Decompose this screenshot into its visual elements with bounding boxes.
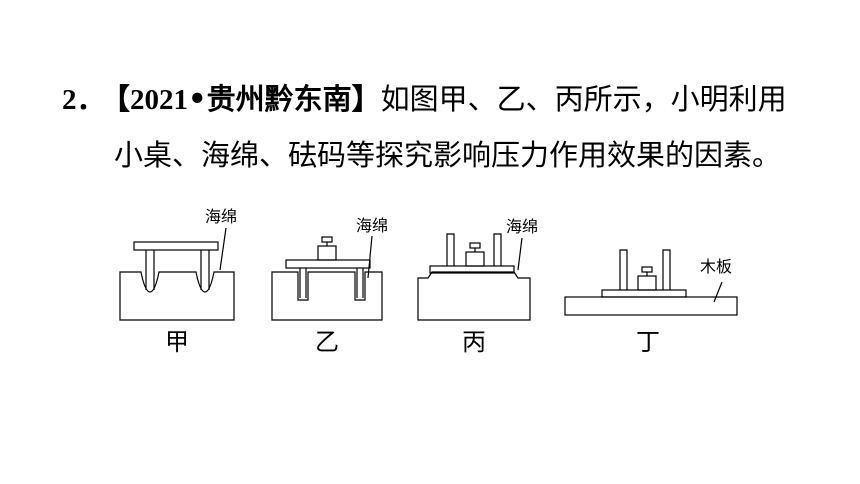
caption-jia: 甲 — [165, 328, 189, 356]
table-legs-ding — [619, 249, 671, 290]
label-sponge-jia: 海绵 — [205, 207, 237, 226]
panel-yi — [271, 235, 383, 321]
table-legs-bing — [446, 233, 502, 266]
question-number: 2． — [62, 84, 106, 116]
experiment-diagram: 海绵 海绵 海绵 木板 甲 乙 丙 丁 — [119, 207, 738, 356]
tabletop-jia — [133, 241, 219, 251]
leader-line-jia — [219, 227, 227, 271]
leader-line-bing — [517, 237, 523, 271]
tabletop-ding — [601, 289, 687, 298]
leader-line-yi — [367, 235, 373, 279]
leader-line-ding — [713, 281, 723, 303]
weight-knob-yi — [321, 236, 333, 243]
label-board-ding: 木板 — [700, 257, 732, 276]
label-sponge-yi: 海绵 — [356, 216, 388, 235]
question-block: 2． 【2021•贵州黔东南】如图甲、乙、丙所示，小明利用 小桌、海绵、砝码等探究… — [62, 72, 842, 183]
sponge-yi — [271, 271, 383, 321]
caption-ding: 丁 — [636, 328, 660, 356]
sponge-jia — [119, 271, 235, 321]
weight-knob-bing — [469, 242, 481, 249]
question-line-2: 小桌、海绵、砝码等探究影响压力作用效果的因素。 — [62, 128, 842, 183]
experiment-figure: 海绵 海绵 海绵 木板 甲 乙 丙 丁 — [110, 200, 740, 364]
label-sponge-bing: 海绵 — [506, 217, 538, 236]
sponge-bing — [417, 271, 531, 321]
question-text-line2: 小桌、海绵、砝码等探究影响压力作用效果的因素。 — [114, 138, 782, 172]
weight-ding — [637, 275, 657, 291]
question-text-line1: 如图甲、乙、丙所示，小明利用 — [380, 82, 787, 116]
weight-yi — [317, 245, 337, 261]
panel-jia — [119, 227, 235, 321]
weight-bing — [465, 251, 485, 267]
board-ding — [564, 296, 738, 316]
caption-yi: 乙 — [315, 328, 339, 356]
question-source: 【2021•贵州黔东南】 — [115, 82, 381, 116]
table-legs-yi — [299, 268, 364, 298]
caption-bing: 丙 — [462, 328, 486, 356]
weight-knob-ding — [641, 266, 653, 273]
question-line-1: 2． 【2021•贵州黔东南】如图甲、乙、丙所示，小明利用 — [62, 72, 842, 128]
panel-bing — [417, 233, 531, 321]
panel-ding — [564, 249, 738, 316]
table-legs-jia — [145, 250, 210, 290]
tabletop-yi — [285, 259, 371, 269]
